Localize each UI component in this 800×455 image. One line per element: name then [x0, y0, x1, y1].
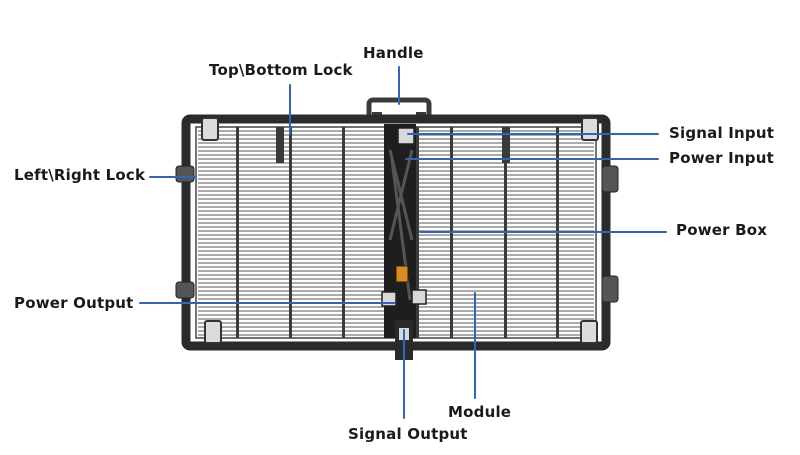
label-signal-input: Signal Input — [669, 124, 775, 142]
module-column-divider — [342, 127, 345, 338]
leader-lines — [139, 66, 667, 419]
label-handle: Handle — [363, 44, 424, 62]
module-column-divider — [289, 127, 292, 338]
label-power-box: Power Box — [676, 221, 768, 239]
label-power-input: Power Input — [669, 149, 774, 167]
label-top-bottom-lock: Top\Bottom Lock — [209, 61, 353, 79]
module-column-divider — [236, 127, 239, 338]
label-left-right-lock: Left\Right Lock — [14, 166, 146, 184]
module-column-divider — [416, 127, 419, 338]
label-signal-output: Signal Output — [348, 425, 468, 443]
label-power-output: Power Output — [14, 294, 134, 312]
label-module: Module — [448, 403, 512, 421]
top-bottom-lock-graphic — [276, 127, 510, 163]
